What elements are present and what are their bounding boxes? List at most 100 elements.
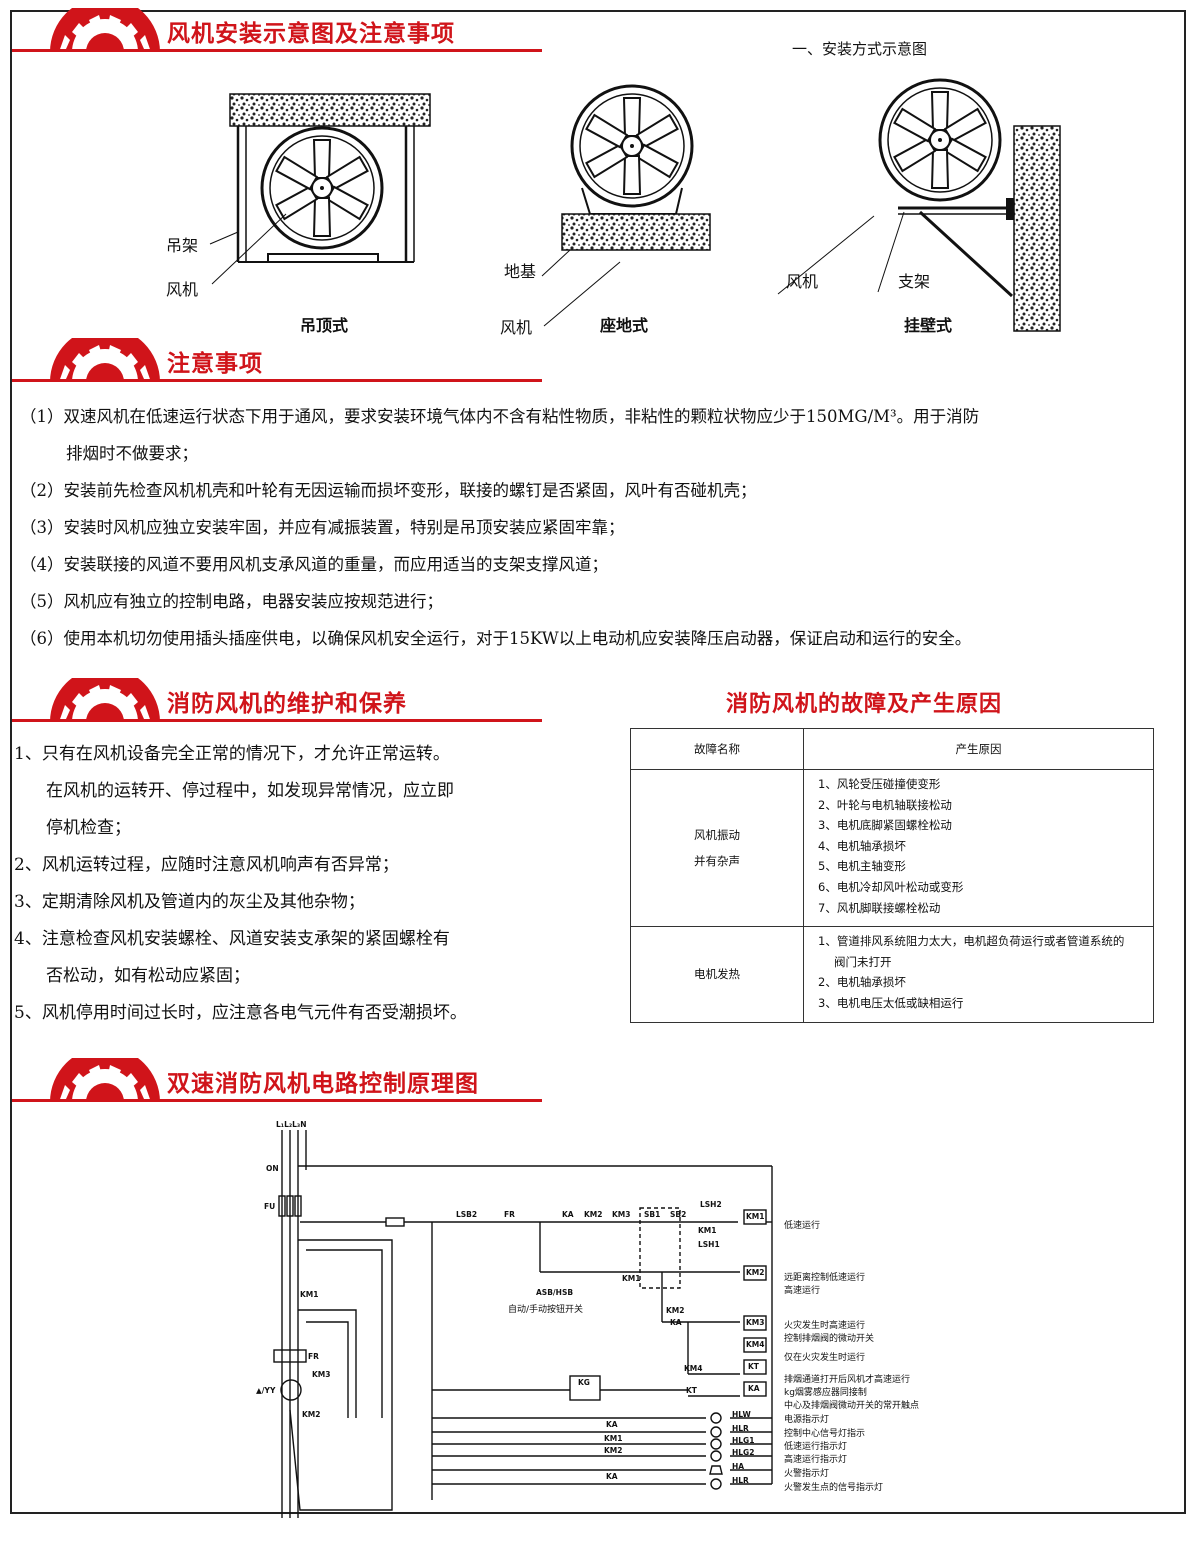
section-rule: [12, 1099, 542, 1102]
maintenance-item: 2、风机运转过程，应随时注意风机响声有否异常；: [14, 855, 399, 875]
label-hanger: 吊架: [166, 236, 199, 255]
label-hlg1: HLG1: [732, 1436, 755, 1445]
install-subtitle: 一、安装方式示意图: [792, 40, 928, 58]
notes-list: （1）双速风机在低速运行状态下用于通风，要求安装环境气体内不含有粘性物质，非粘性…: [20, 398, 1185, 657]
label-km1-contact: KM1: [300, 1290, 319, 1299]
label-hlr2: HLR: [732, 1476, 749, 1485]
maintenance-item: 4、注意检查风机安装螺栓、风道安装支承架的紧固螺栓有: [14, 929, 450, 949]
label-lsh1: LSH1: [698, 1240, 720, 1249]
circuit-desc: kg烟雾感应器同接制: [784, 1388, 867, 1398]
page-frame: [10, 10, 1186, 1514]
coil-km1: KM1: [746, 1212, 765, 1221]
fault-name: 电机发热: [694, 967, 740, 982]
table-header-row: 故障名称 产生原因: [630, 728, 1154, 770]
fault-cause-cell: 1、管道排风系统阻力太大，电机超负荷运行或者管道系统的 阀门未打开 2、电机轴承…: [803, 926, 1154, 1023]
label-kg: KG: [578, 1378, 590, 1387]
cause-line: 2、电机轴承损坏: [818, 975, 906, 990]
label-km2b: KM2: [584, 1210, 603, 1219]
maintenance-list: 1、只有在风机设备完全正常的情况下，才允许正常运转。 在风机的运转开、停过程中，…: [14, 736, 554, 1032]
label-lamp-ka2: KA: [606, 1472, 618, 1481]
maintenance-item: 1、只有在风机设备完全正常的情况下，才允许正常运转。: [14, 744, 450, 764]
label-fan-ceiling: 风机: [166, 280, 199, 299]
note-item-continuation: 排烟时不做要求；: [66, 444, 198, 463]
caption-floor: 座地式: [600, 316, 649, 335]
label-fr2: FR: [504, 1210, 515, 1219]
label-lamp-km1: KM1: [604, 1434, 623, 1443]
circuit-desc: 排烟通道打开后风机才高速运行: [784, 1375, 911, 1385]
caption-wall: 挂壁式: [904, 316, 953, 335]
label-kad: KA: [670, 1318, 682, 1327]
table-row: 电机发热 1、管道排风系统阻力太大，电机超负荷运行或者管道系统的 阀门未打开 2…: [630, 926, 1154, 1023]
ceiling-mount-drawing: [209, 93, 431, 285]
label-hlg2: HLG2: [732, 1448, 755, 1457]
cause-line: 阀门未打开: [834, 954, 892, 969]
label-bracket: 支架: [898, 272, 931, 291]
install-diagram: [209, 78, 1061, 332]
table-row: 风机振动 并有杂声 1、风轮受压碰撞使变形 2、叶轮与电机轴联接松动 3、电机底…: [630, 768, 1154, 928]
note-item: （3）安装时风机应独立安装牢固，并应有减振装置，特别是吊顶安装应紧固牢靠；: [20, 518, 625, 537]
label-supply: L₁L₂L₃N: [276, 1120, 307, 1129]
section-rule: [12, 379, 542, 382]
label-kt: KT: [686, 1386, 697, 1395]
coil-km3: KM3: [746, 1318, 765, 1327]
label-km2-contact: KM2: [302, 1410, 321, 1419]
label-lamp-km2: KM2: [604, 1446, 623, 1455]
maintenance-item: 3、定期清除风机及管道内的灰尘及其他杂物；: [14, 892, 365, 912]
note-item: （1）双速风机在低速运行状态下用于通风，要求安装环境气体内不含有粘性物质，非粘性…: [20, 407, 980, 426]
section-header-notes: 注意事项: [12, 336, 542, 382]
circuit-desc: 控制中心信号灯指示: [784, 1429, 866, 1439]
section-title: 注意事项: [167, 351, 263, 377]
label-asb: ASB/HSB: [536, 1288, 574, 1297]
cause-line: 3、电机底脚紧固螺栓松动: [818, 818, 952, 833]
note-item: （5）风机应有独立的控制电路，电器安装应按规范进行；: [20, 592, 443, 611]
coil-km2: KM2: [746, 1268, 765, 1277]
label-km3-contact: KM3: [312, 1370, 331, 1379]
cause-line: 5、电机主轴变形: [818, 859, 906, 874]
wall-mount-drawing: [777, 78, 1061, 332]
circuit-desc: 低速运行: [784, 1221, 821, 1231]
label-km1d: KM1: [622, 1274, 641, 1283]
label-on: ON: [266, 1164, 279, 1173]
fault-name: 并有杂声: [694, 854, 740, 869]
circuit-desc: 火警发生点的信号指示灯: [784, 1483, 884, 1493]
cause-line: 6、电机冷却风叶松动或变形: [818, 879, 964, 894]
label-fan-wall: 风机: [786, 272, 819, 291]
label-ka: KA: [562, 1210, 574, 1219]
cause-line: 3、电机电压太低或缺相运行: [818, 995, 964, 1010]
fan-blade-logo-icon: [50, 1058, 160, 1102]
label-lsb2: LSB2: [456, 1210, 478, 1219]
label-km1c: KM1: [698, 1226, 717, 1235]
fault-cause-cell: 1、风轮受压碰撞使变形 2、叶轮与电机轴联接松动 3、电机底脚紧固螺栓松动 4、…: [803, 768, 1154, 928]
note-item: （4）安装联接的风道不要用风机支承风道的重量，而应用适当的支架支撑风道；: [20, 555, 608, 574]
circuit-desc: 中心及排烟阀微动开关的常开触点: [784, 1401, 920, 1411]
circuit-desc: 仅在火灾发生时运行: [784, 1353, 866, 1363]
label-base: 地基: [504, 262, 537, 281]
section-header-maintenance: 消防风机的维护和保养: [12, 676, 542, 722]
label-sb1: SB1: [644, 1210, 661, 1219]
label-km2d: KM2: [666, 1306, 685, 1315]
section-rule: [12, 719, 542, 722]
circuit-desc: 低速运行指示灯: [784, 1442, 848, 1452]
label-hlr: HLR: [732, 1424, 749, 1433]
coil-kt: KT: [748, 1362, 759, 1371]
label-fr: FR: [308, 1352, 319, 1361]
label-ha: HA: [732, 1462, 745, 1471]
section-title: 风机安装示意图及注意事项: [167, 21, 455, 47]
fan-blade-logo-icon: [50, 338, 160, 382]
maintenance-item-continuation: 在风机的运转开、停过程中，如发现异常情况，应立即: [46, 781, 454, 801]
circuit-desc: 控制排烟阀的微动开关: [784, 1334, 875, 1344]
section-title: 消防风机的维护和保养: [167, 691, 407, 717]
coil-ka: KA: [748, 1384, 760, 1393]
label-motor: ▲/YY: [256, 1386, 276, 1395]
fault-table-title: 消防风机的故障及产生原因: [726, 692, 1003, 717]
cause-line: 1、管道排风系统阻力太大，电机超负荷运行或者管道系统的: [818, 934, 1125, 949]
floor-mount-drawing: [541, 84, 711, 327]
section-header-circuit: 双速消防风机电路控制原理图: [12, 1056, 542, 1102]
label-auto-manual: 自动/手动按钮开关: [508, 1305, 584, 1315]
label-km4: KM4: [684, 1364, 703, 1373]
cause-line: 2、叶轮与电机轴联接松动: [818, 797, 952, 812]
circuit-desc: 高速运行指示灯: [784, 1455, 848, 1465]
maintenance-item-continuation: 否松动，如有松动应紧固；: [46, 966, 250, 986]
caption-ceiling: 吊顶式: [300, 316, 349, 335]
maintenance-item-continuation: 停机检查；: [46, 818, 131, 838]
